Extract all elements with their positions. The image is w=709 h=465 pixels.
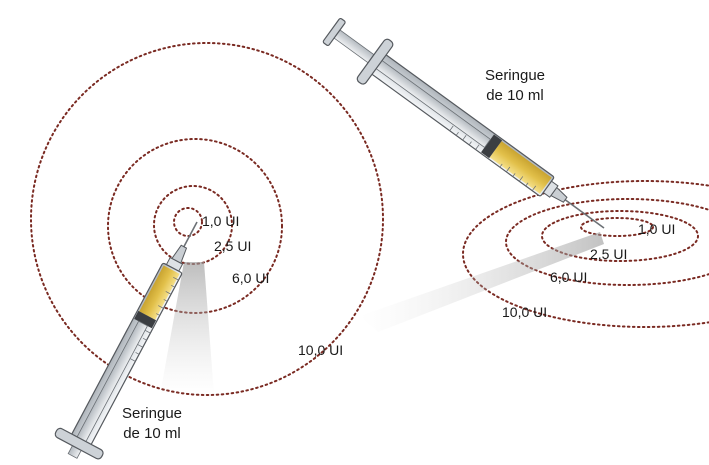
right-syringe-needle xyxy=(564,199,605,229)
left-syringe-stopper xyxy=(134,310,157,329)
right-ring-3-label: 6,0 UI xyxy=(550,269,587,285)
left-needle-shadow xyxy=(160,262,214,395)
right-ring-3 xyxy=(505,198,709,286)
left-syringe-fluid xyxy=(139,265,180,320)
right-ring-1 xyxy=(580,217,654,237)
left-syringe-needle xyxy=(183,221,198,248)
left-ring-2-label: 2,5 UI xyxy=(214,238,251,254)
right-ring-2-label: 2,5 UI xyxy=(590,246,627,262)
right-syringe-stopper xyxy=(481,134,503,159)
left-ring-3-label: 6,0 UI xyxy=(232,270,269,286)
right-syringe-label-line1: Seringue xyxy=(485,67,545,84)
left-syringe-label-line1: Seringue xyxy=(122,405,182,422)
left-diagram: 1,0 UI 2,5 UI 6,0 UI 10,0 UI Seringue de… xyxy=(30,42,384,460)
right-ring-4-label: 10,0 UI xyxy=(502,304,547,320)
right-syringe-label-line2: de 10 ml xyxy=(486,87,544,104)
right-ring-1-label: 1,0 UI xyxy=(638,221,675,237)
right-syringe-fluid xyxy=(489,141,552,194)
right-syringe xyxy=(322,17,605,229)
left-syringe-flange xyxy=(54,427,104,460)
left-syringe xyxy=(54,221,198,460)
right-diagram: 1,0 UI 2,5 UI 6,0 UI 10,0 UI Seringue de… xyxy=(322,17,709,332)
right-syringe-flange xyxy=(356,38,394,85)
right-needle-shadow xyxy=(360,232,604,332)
right-syringe-thumb-rest xyxy=(322,17,346,46)
left-syringe-plunger xyxy=(67,320,148,459)
right-rings xyxy=(462,180,709,328)
right-ring-2 xyxy=(541,210,699,262)
left-ring-1-label: 1,0 UI xyxy=(202,213,239,229)
left-ring-4-label: 10,0 UI xyxy=(298,342,343,358)
right-ring-4 xyxy=(462,180,709,328)
right-syringe-plunger xyxy=(333,29,491,148)
left-syringe-label-line2: de 10 ml xyxy=(123,425,181,442)
left-ring-1 xyxy=(173,207,203,237)
